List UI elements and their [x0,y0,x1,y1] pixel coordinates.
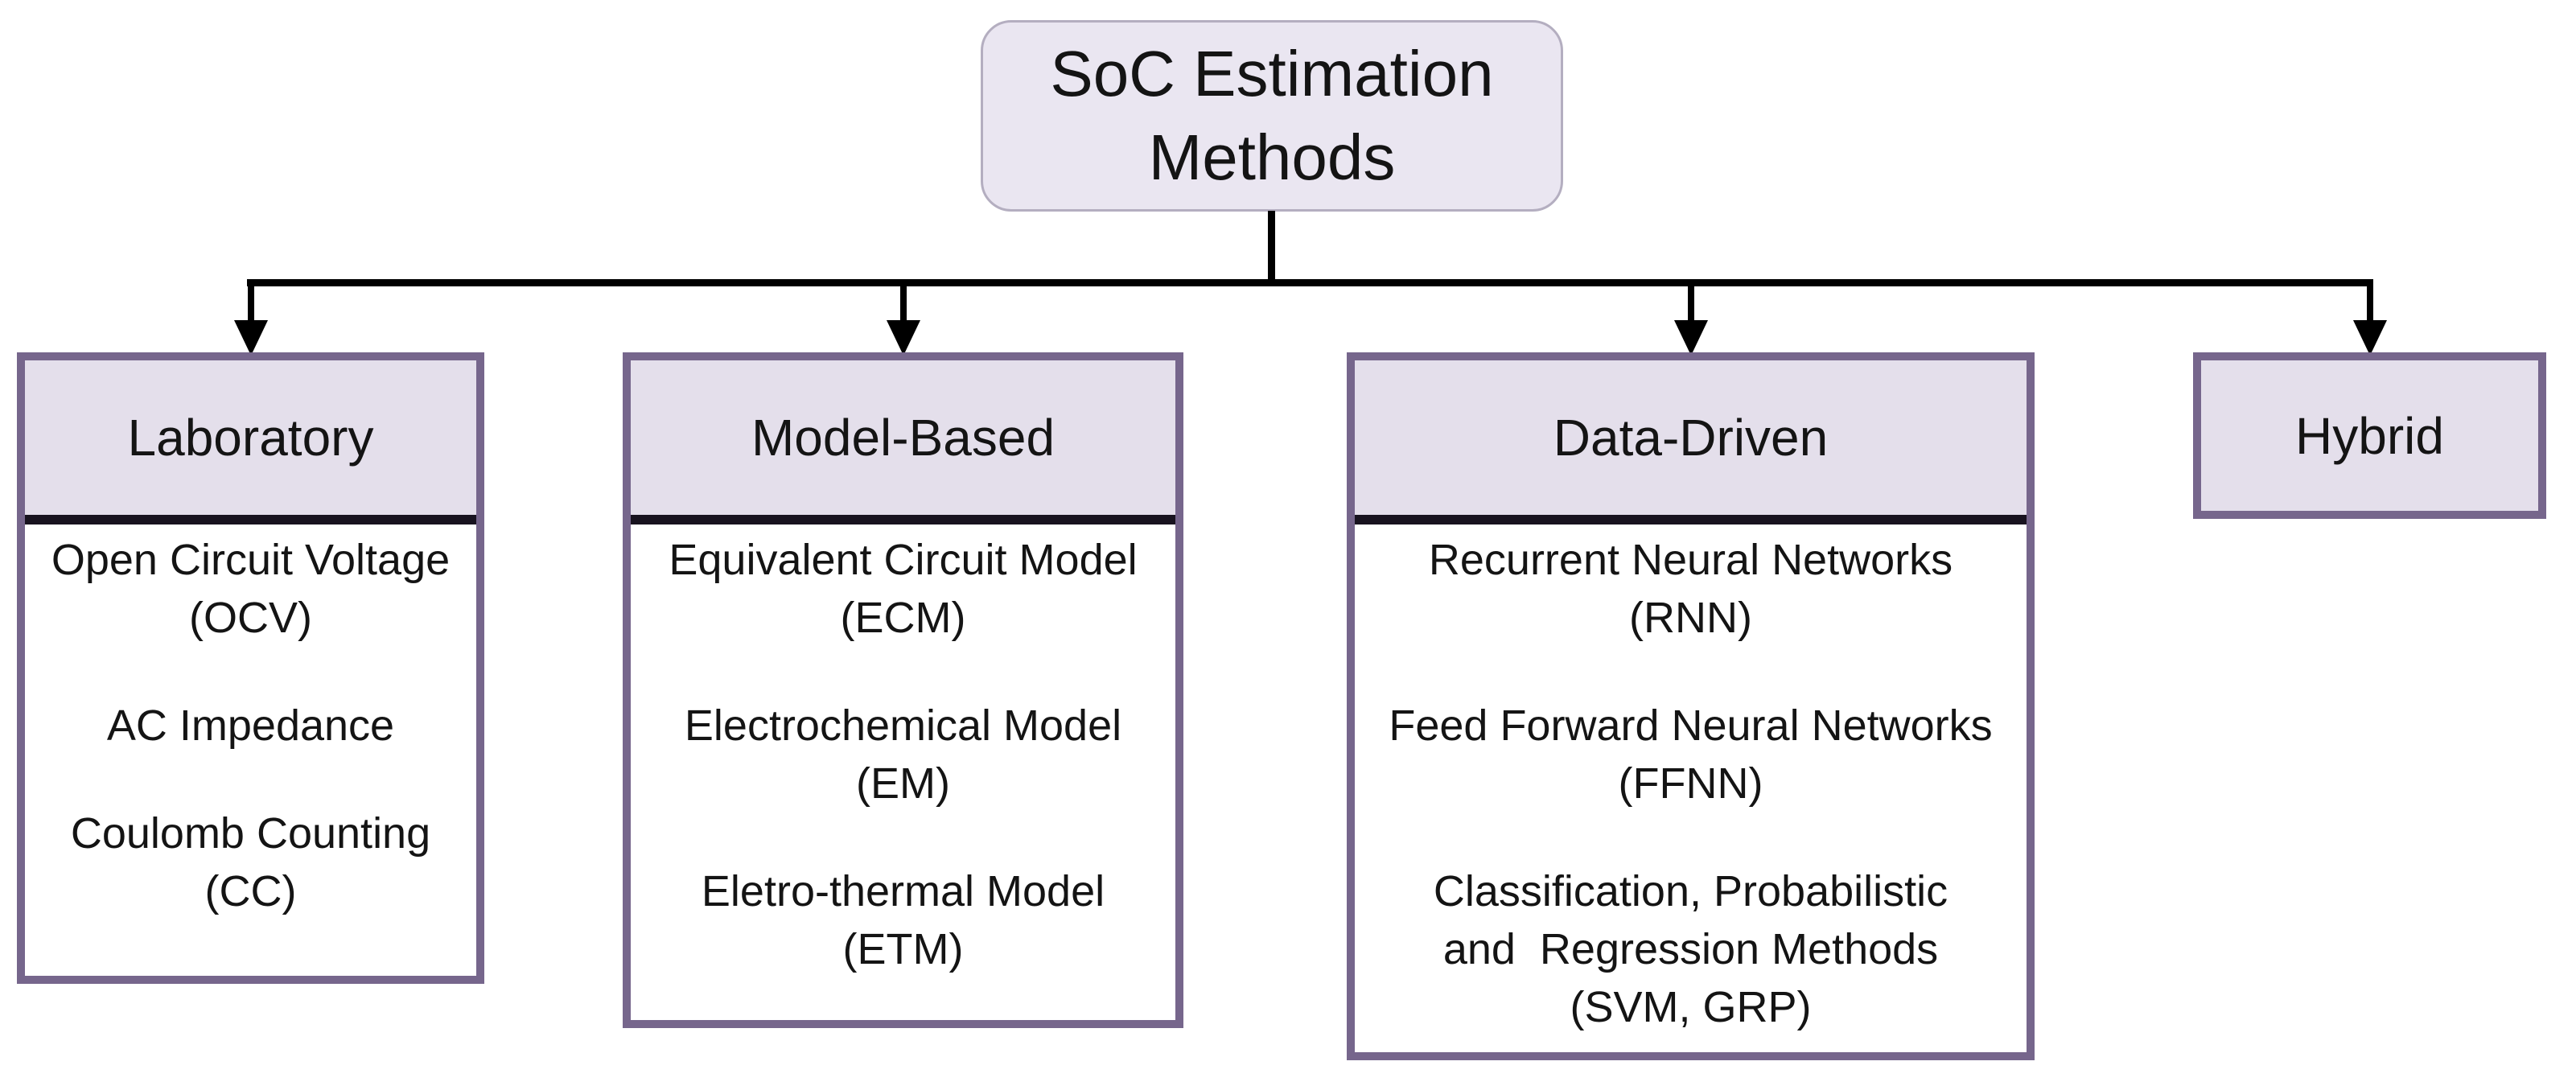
branch-model-based: Model-Based Equivalent Circuit Model (EC… [623,352,1183,1028]
connector-drop-data-driven [1688,279,1694,324]
branch-data-driven: Data-Driven Recurrent Neural Networks (R… [1347,352,2035,1060]
branch-data-driven-item: Feed Forward Neural Networks (FFNN) [1389,701,1993,808]
branch-data-driven-item: Recurrent Neural Networks (RNN) [1428,536,1953,642]
arrow-down-icon [1674,320,1708,356]
branch-data-driven-header: Data-Driven [1355,360,2027,524]
branch-model-based-item: Eletro-thermal Model (ETM) [701,867,1105,973]
branch-model-based-item: Equivalent Circuit Model (ECM) [669,536,1138,642]
branch-model-based-body: Equivalent Circuit Model (ECM) Electroch… [631,524,1175,1020]
branch-data-driven-body: Recurrent Neural Networks (RNN) Feed For… [1355,524,2027,1052]
branch-laboratory-item: Open Circuit Voltage (OCV) [51,536,451,642]
branch-laboratory-header: Laboratory [25,360,476,524]
connector-drop-model-based [900,279,907,324]
branch-laboratory-item: Coulomb Counting (CC) [70,809,431,915]
branch-hybrid-header: Hybrid [2295,406,2444,465]
branch-model-based-item: Electrochemical Model (EM) [684,701,1122,808]
connector-bus [247,279,2373,286]
branch-model-based-header: Model-Based [631,360,1175,524]
connector-drop-laboratory [248,279,254,324]
arrow-down-icon [234,320,268,356]
connector-trunk [1268,211,1275,286]
branch-laboratory-body: Open Circuit Voltage (OCV) AC Impedance … [25,524,476,976]
branch-laboratory-item: AC Impedance [106,701,395,750]
root-node: SoC Estimation Methods [981,20,1563,212]
branch-data-driven-item: Classification, Probabilistic and Regres… [1433,867,1948,1031]
connector-drop-hybrid [2367,279,2373,324]
branch-hybrid: Hybrid [2193,352,2546,519]
arrow-down-icon [2353,320,2387,356]
arrow-down-icon [887,320,920,356]
branch-laboratory: Laboratory Open Circuit Voltage (OCV) AC… [17,352,484,984]
